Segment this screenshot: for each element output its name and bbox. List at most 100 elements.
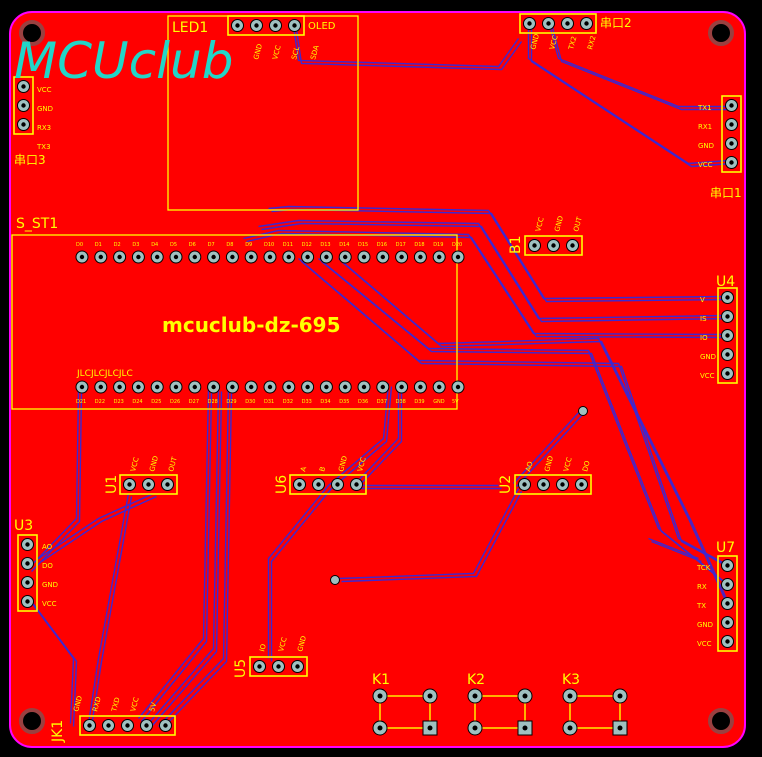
uart3-header [13,76,34,135]
jk1-pin-label: TXD [110,696,122,713]
u7-pin-label: TCK [696,564,711,572]
button-k3 [562,688,628,736]
s_st1_top-pin-label: D8 [226,242,233,248]
s_st1_top-pin-label: D0 [76,242,83,248]
s_st1_bottom-pin-label: D33 [302,399,312,405]
u6-pin-label: B [318,466,327,473]
button-k2 [467,688,533,736]
s_st1-pins [75,250,465,394]
s_st1_top-pin-label: D7 [208,242,215,248]
s_st1_top-pin-label: D11 [283,242,293,248]
s_st1_bottom-pin-label: GND [433,399,445,405]
s_st1_top-pin-label: D14 [339,242,349,248]
jk1-pin-label: GND [72,695,84,713]
u6-pin-label: VCC [356,456,368,472]
u5-pin-label: IO [258,643,268,653]
s_st1_bottom-pin-label: D21 [76,399,86,405]
s_st1_top-pin-label: D2 [114,242,121,248]
uart1-pin-label: VCC [698,161,713,169]
b1-pin-label: OUT [572,215,584,232]
uart2-pin-label: RX2 [586,35,597,51]
designator-k1: K1 [372,672,390,688]
designator-led1: LED1 [172,20,208,36]
board-outline [9,11,746,748]
logo-text: MCUclub [14,32,233,90]
s_st1_top-pin-label: D19 [433,242,443,248]
s_st1_top-pin-label: D10 [264,242,274,248]
s_st1_bottom-pin-label: D34 [320,399,330,405]
u1-pin-label: OUT [167,455,179,472]
u3-pin-label: GND [42,581,58,589]
u1-pin-label: GND [148,455,160,473]
s_st1_bottom-pin-label: D30 [245,399,255,405]
u4-pin-label: V [700,296,705,304]
s_st1_top-pin-label: D5 [170,242,177,248]
uart2-header [519,13,597,34]
button-k1 [372,688,438,736]
uart3-pin-label: VCC [37,86,52,94]
s_st1_top-pin-label: D12 [302,242,312,248]
uart2-pin-label: GND [529,33,541,51]
u7-pin-label: TX [696,602,706,610]
uart3-pin-label: RX3 [37,124,51,132]
designator-u3: U3 [14,518,33,534]
s_st1_bottom-pin-label: D38 [396,399,406,405]
u3-pin-label: DO [42,562,53,570]
s_st1-outline [11,234,458,410]
uart1-pin-label: GND [698,142,714,150]
s_st1_top-pin-label: D13 [320,242,330,248]
u5-pin-label: GND [296,635,308,653]
vias [330,406,588,585]
u4-pin-label: IS [700,315,707,323]
u4-pin-label: IO [700,334,708,342]
jk1-pin-label: 5V [148,701,158,712]
u4-header [717,287,738,384]
oled-pin-label: SCL [290,46,301,61]
u1-header [119,474,178,495]
uart1-pin-label: RX1 [698,123,712,131]
designator-s_st1: S_ST1 [16,216,58,232]
designator-k2: K2 [467,672,485,688]
designator-k3: K3 [562,672,580,688]
s_st1_top-pin-label: D9 [245,242,252,248]
u7-header [717,555,738,652]
s_st1_top-pin-label: D4 [151,242,158,248]
s_st1_top-pin-label: D6 [189,242,196,248]
uart1-pin-label: TX1 [697,104,712,112]
s_st1_bottom-pin-label: D22 [95,399,105,405]
uart2-pin-label: VCC [548,34,560,50]
oled-header [227,15,305,36]
s_st1_bottom-pin-label: D24 [132,399,142,405]
u7-pin-label: RX [697,583,707,591]
uart3-pin-label: GND [37,105,53,113]
s_st1_bottom-pin-label: D26 [170,399,180,405]
u2-pin-label: DO [581,459,592,472]
designator-jk1: JK1 [50,720,66,743]
headers [13,13,742,736]
jk1-pin-label: VCC [129,696,141,712]
u2-pin-label: GND [543,455,555,473]
s_st1_top-pin-label: D16 [377,242,387,248]
designator-uart3: 串口3 [14,153,46,167]
u2-header [514,474,592,495]
tactile-buttons [372,688,628,736]
s_st1_bottom-pin-label: 5V [452,399,459,405]
designator-u1: U1 [104,475,120,494]
mounting-holes [19,20,734,734]
s_st1_bottom-pin-label: D29 [226,399,236,405]
b1-pin-label: VCC [534,216,546,232]
s_st1_top-pin-label: D3 [132,242,139,248]
u7-pin-label: GND [697,621,713,629]
u6-header [289,474,367,495]
u1-pin-label: VCC [129,456,141,472]
jk1-header [79,715,176,736]
designator-u6: U6 [274,475,290,494]
u7-pin-label: VCC [697,640,712,648]
s_st1_bottom-pin-label: D25 [151,399,161,405]
u6-pin-label: A [299,466,308,473]
u6-pin-label: GND [337,455,349,473]
s_st1_top-pin-label: D1 [95,242,102,248]
designator-u7: U7 [716,540,735,556]
